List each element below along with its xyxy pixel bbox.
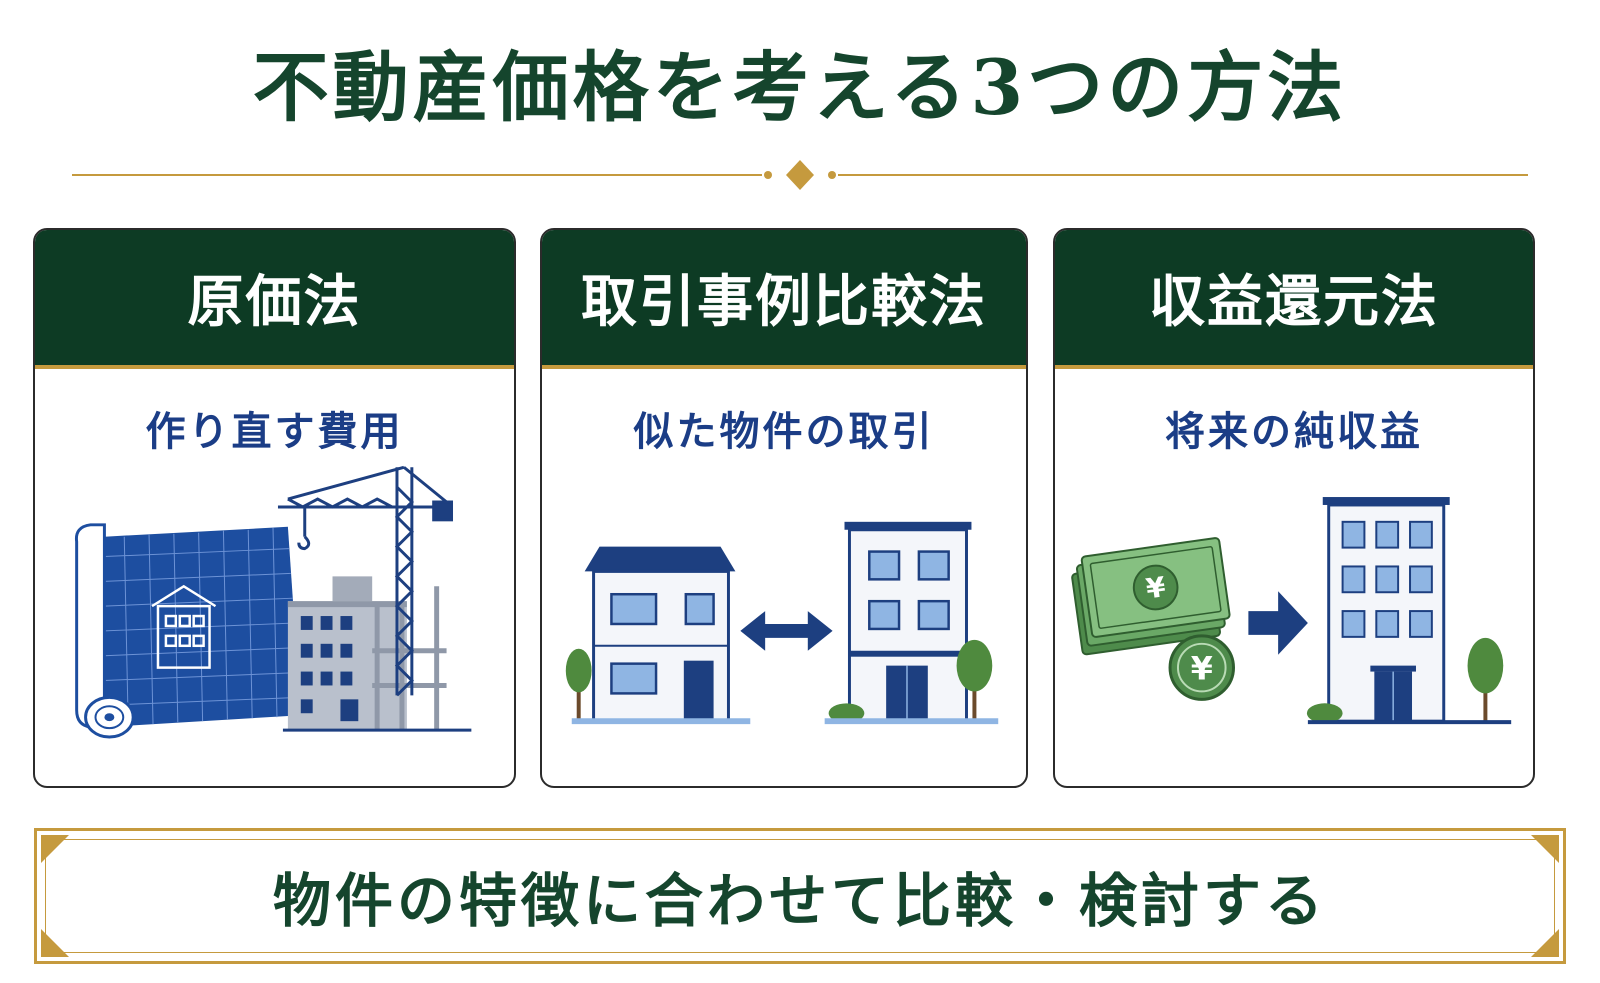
card-subtitle: 将来の純収益 bbox=[1165, 408, 1423, 455]
corner-ornament-bottom-right bbox=[1531, 929, 1559, 957]
blueprint-icon bbox=[74, 523, 301, 739]
yen-symbol: ¥ bbox=[1191, 652, 1213, 688]
summary-banner: 物件の特徴に合わせて比較・検討する bbox=[34, 828, 1566, 964]
card-sales-comparison-method: 取引事例比較法 似た物件の取引 bbox=[540, 228, 1028, 788]
office-building-icon bbox=[1306, 497, 1512, 725]
crane-icon bbox=[277, 465, 454, 697]
summary-banner-inner-border bbox=[45, 839, 1555, 953]
construction-building-icon bbox=[282, 576, 472, 732]
corner-ornament-top-left bbox=[41, 835, 69, 863]
page-title: 不動産価格を考える3つの方法 bbox=[252, 43, 1348, 132]
house-icon bbox=[571, 546, 751, 725]
summary-text: 物件の特徴に合わせて比較・検討する bbox=[272, 867, 1327, 935]
yen-coin-icon: ¥ bbox=[1168, 634, 1235, 701]
corner-ornament-top-right bbox=[1531, 835, 1559, 863]
card-subtitle: 作り直す費用 bbox=[145, 408, 404, 455]
card-subtitle: 似た物件の取引 bbox=[633, 408, 935, 455]
money-stack-icon: ¥ ¥ bbox=[1071, 537, 1235, 701]
card-cost-method: 原価法 作り直す費用 bbox=[33, 228, 516, 788]
blueprint-and-construction-illustration bbox=[74, 465, 472, 739]
card-heading: 収益還元法 bbox=[1055, 230, 1533, 369]
card-heading: 取引事例比較法 bbox=[542, 230, 1026, 369]
card-income-capitalization-method: 収益還元法 将来の純収益 ¥ ¥ bbox=[1053, 228, 1535, 788]
tree-icon bbox=[565, 648, 592, 721]
corner-ornament-bottom-left bbox=[41, 929, 69, 957]
income-to-building-illustration: ¥ ¥ bbox=[1071, 497, 1512, 725]
house-comparison-illustration bbox=[565, 521, 999, 725]
ornamental-divider bbox=[72, 160, 1528, 190]
yen-symbol: ¥ bbox=[1144, 570, 1168, 605]
card-heading: 原価法 bbox=[35, 230, 514, 369]
apartment-building-icon bbox=[824, 521, 999, 725]
right-arrow-icon bbox=[1248, 591, 1308, 655]
two-way-arrow-icon bbox=[740, 611, 833, 651]
